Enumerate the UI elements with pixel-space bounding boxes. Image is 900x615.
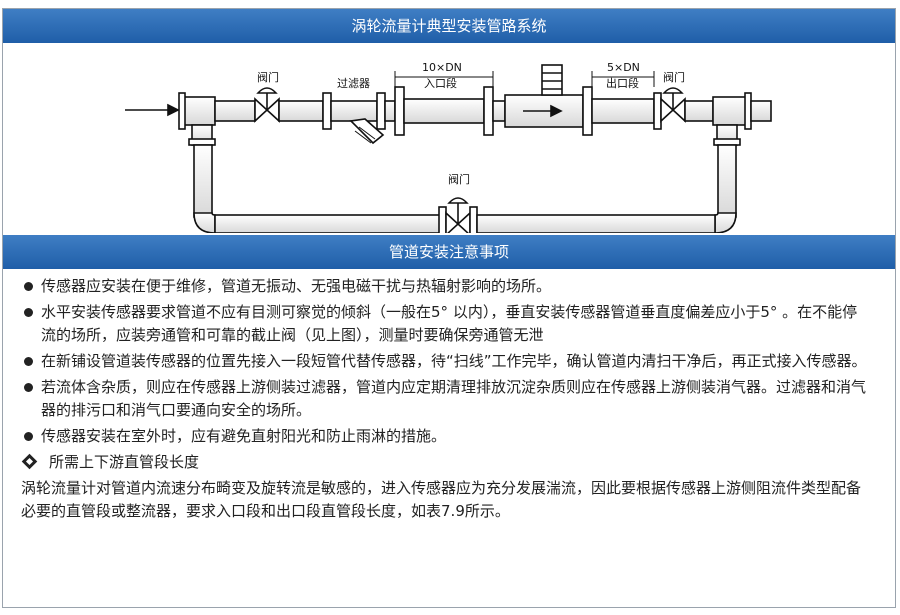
flange bbox=[188, 138, 216, 146]
inlet-flange bbox=[394, 86, 405, 136]
filter-body bbox=[330, 100, 378, 122]
note-item: 若流体含杂质，则应在传感器上游侧装过滤器，管道内应定期清理排放沉淀杂质则应在传感… bbox=[21, 376, 871, 422]
straight-pipe-paragraph: 涡轮流量计对管道内流速分布畸变及旋转流是敏感的，进入传感器应为充分发展湍流，因此… bbox=[21, 479, 862, 520]
right-elbow bbox=[714, 212, 737, 234]
outlet-section bbox=[591, 98, 655, 124]
right-tee bbox=[712, 96, 748, 126]
label-filter: 过滤器 bbox=[337, 77, 370, 90]
straight-pipe-subhead: 所需上下游直管段长度 bbox=[21, 451, 871, 474]
label-outlet-name: 出口段 bbox=[606, 76, 639, 90]
bullet-icon bbox=[24, 383, 33, 392]
flange bbox=[322, 92, 332, 130]
inlet-arrowhead bbox=[167, 103, 180, 117]
pipe-segment bbox=[214, 100, 256, 122]
valve-bypass-handwheel bbox=[447, 197, 469, 204]
bypass-pipe bbox=[214, 214, 446, 234]
note-item: 传感器应安装在便于维修，管道无振动、无强电磁干扰与热辐射影响的场所。 bbox=[21, 275, 871, 298]
valve-bypass-body bbox=[445, 211, 460, 237]
flowmeter-head bbox=[541, 64, 563, 96]
panel: 涡轮流量计典型安装管路系统 bbox=[2, 8, 896, 608]
flange bbox=[653, 92, 662, 130]
note-item: 传感器安装在室外时，应有避免直射阳光和防止雨淋的措施。 bbox=[21, 425, 871, 448]
bypass-pipe bbox=[476, 214, 716, 234]
valve-right-body bbox=[660, 97, 675, 123]
pipe-segment bbox=[278, 100, 324, 122]
diagram-header: 涡轮流量计典型安装管路系统 bbox=[3, 9, 895, 43]
outlet-flange bbox=[582, 86, 593, 136]
bullet-icon bbox=[24, 432, 33, 441]
note-item: 在新铺设管道装传感器的位置先接入一段短管代替传感器，待“扫线”工作完毕，确认管道… bbox=[21, 350, 871, 373]
notes-list: 传感器应安装在便于维修，管道无振动、无强电磁干扰与热辐射影响的场所。 水平安装传… bbox=[21, 275, 871, 523]
valve-right-handwheel bbox=[662, 87, 684, 94]
flange bbox=[376, 92, 386, 130]
bullet-icon bbox=[24, 282, 33, 291]
label-outlet-length: 5×DN bbox=[607, 61, 640, 74]
bullet-icon bbox=[24, 308, 33, 317]
inlet-flange bbox=[483, 86, 494, 136]
valve-left-body bbox=[254, 97, 269, 123]
valve-left-handwheel bbox=[256, 87, 278, 94]
section-header: 管道安装注意事项 bbox=[3, 235, 895, 269]
label-inlet-length: 10×DN bbox=[422, 61, 462, 74]
label-valve-left: 阀门 bbox=[257, 70, 279, 84]
left-elbow bbox=[193, 212, 216, 234]
right-riser bbox=[717, 144, 737, 218]
left-riser bbox=[193, 144, 213, 218]
piping-svg: 阀门 过滤器 10×DN 入口段 5×DN 出口段 阀门 阀门 bbox=[125, 61, 772, 242]
filter-leg bbox=[349, 118, 385, 145]
diamond-bullet-icon bbox=[21, 453, 38, 470]
bullet-icon bbox=[24, 357, 33, 366]
note-item: 水平安装传感器要求管道不应有目测可察觉的倾斜（一般在5° 以内），垂直安装传感器… bbox=[21, 301, 871, 347]
label-inlet-name: 入口段 bbox=[424, 76, 457, 90]
inlet-section bbox=[403, 98, 485, 124]
left-tee bbox=[182, 96, 216, 126]
piping-diagram: 阀门 过滤器 10×DN 入口段 5×DN 出口段 阀门 阀门 bbox=[3, 43, 895, 242]
flange bbox=[178, 92, 186, 130]
label-valve-bypass: 阀门 bbox=[448, 172, 470, 186]
label-valve-right: 阀门 bbox=[663, 70, 685, 84]
